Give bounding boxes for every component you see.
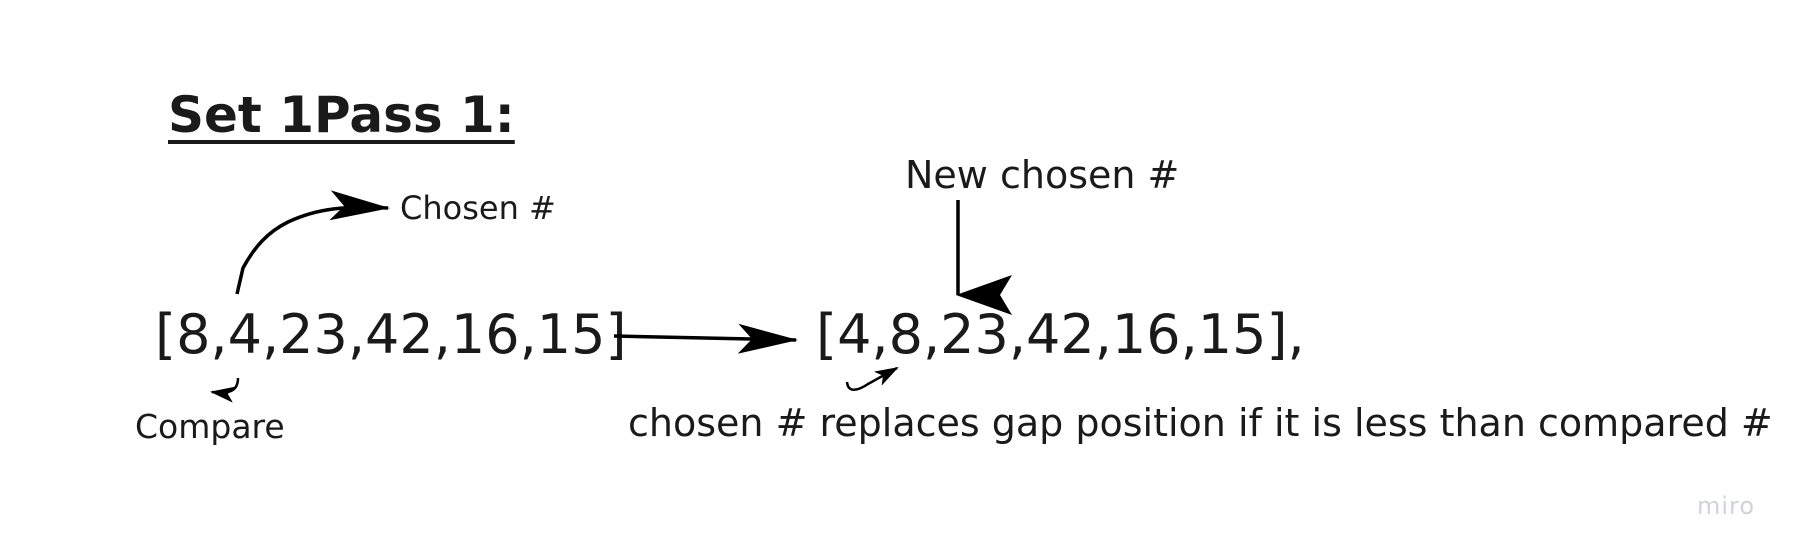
rule-note: chosen # replaces gap position if it is … (628, 401, 1773, 445)
miro-watermark-logo: miro (1697, 492, 1756, 520)
transition-arrow (613, 323, 798, 354)
array-after: [4,8,23,42,16,15], (816, 303, 1305, 366)
diagram-title: Set 1Pass 1: (168, 86, 515, 144)
compare-label: Compare (135, 407, 285, 446)
array-before: [8,4,23,42,16,15] (155, 303, 627, 366)
swap-arrow (845, 366, 899, 391)
compare-hook-arrow (210, 377, 240, 403)
chosen-label: Chosen # (400, 189, 556, 227)
new-chosen-label: New chosen # (905, 153, 1180, 197)
chosen-curved-arrow (235, 190, 390, 295)
